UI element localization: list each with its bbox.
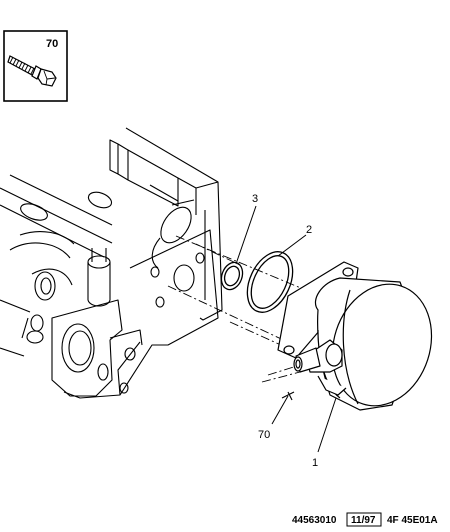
callout-3: 3 — [252, 193, 258, 205]
reference-date: 11/97 — [351, 515, 376, 526]
assembly-axis-lines — [167, 235, 321, 383]
callout-70: 70 — [258, 429, 270, 441]
bolt-icon — [7, 55, 57, 87]
cylinder-head — [0, 127, 223, 399]
reference-block: 44563010 11/97 4F 45E01A — [292, 512, 438, 527]
bolt-inset: 70 — [3, 30, 68, 102]
inset-callout-label: 70 — [46, 38, 58, 50]
o-ring-part-2 — [246, 251, 294, 313]
vacuum-pump-part-1 — [277, 261, 433, 411]
callout-2: 2 — [306, 224, 312, 236]
leader-lines — [235, 205, 337, 453]
callout-1: 1 — [312, 457, 318, 469]
reference-date-box — [346, 512, 382, 527]
reference-code: 4F 45E01A — [387, 515, 438, 526]
reference-part-number: 44563010 — [292, 515, 337, 526]
circlip-part-3 — [220, 261, 244, 291]
bolt-item-70 — [281, 391, 295, 401]
